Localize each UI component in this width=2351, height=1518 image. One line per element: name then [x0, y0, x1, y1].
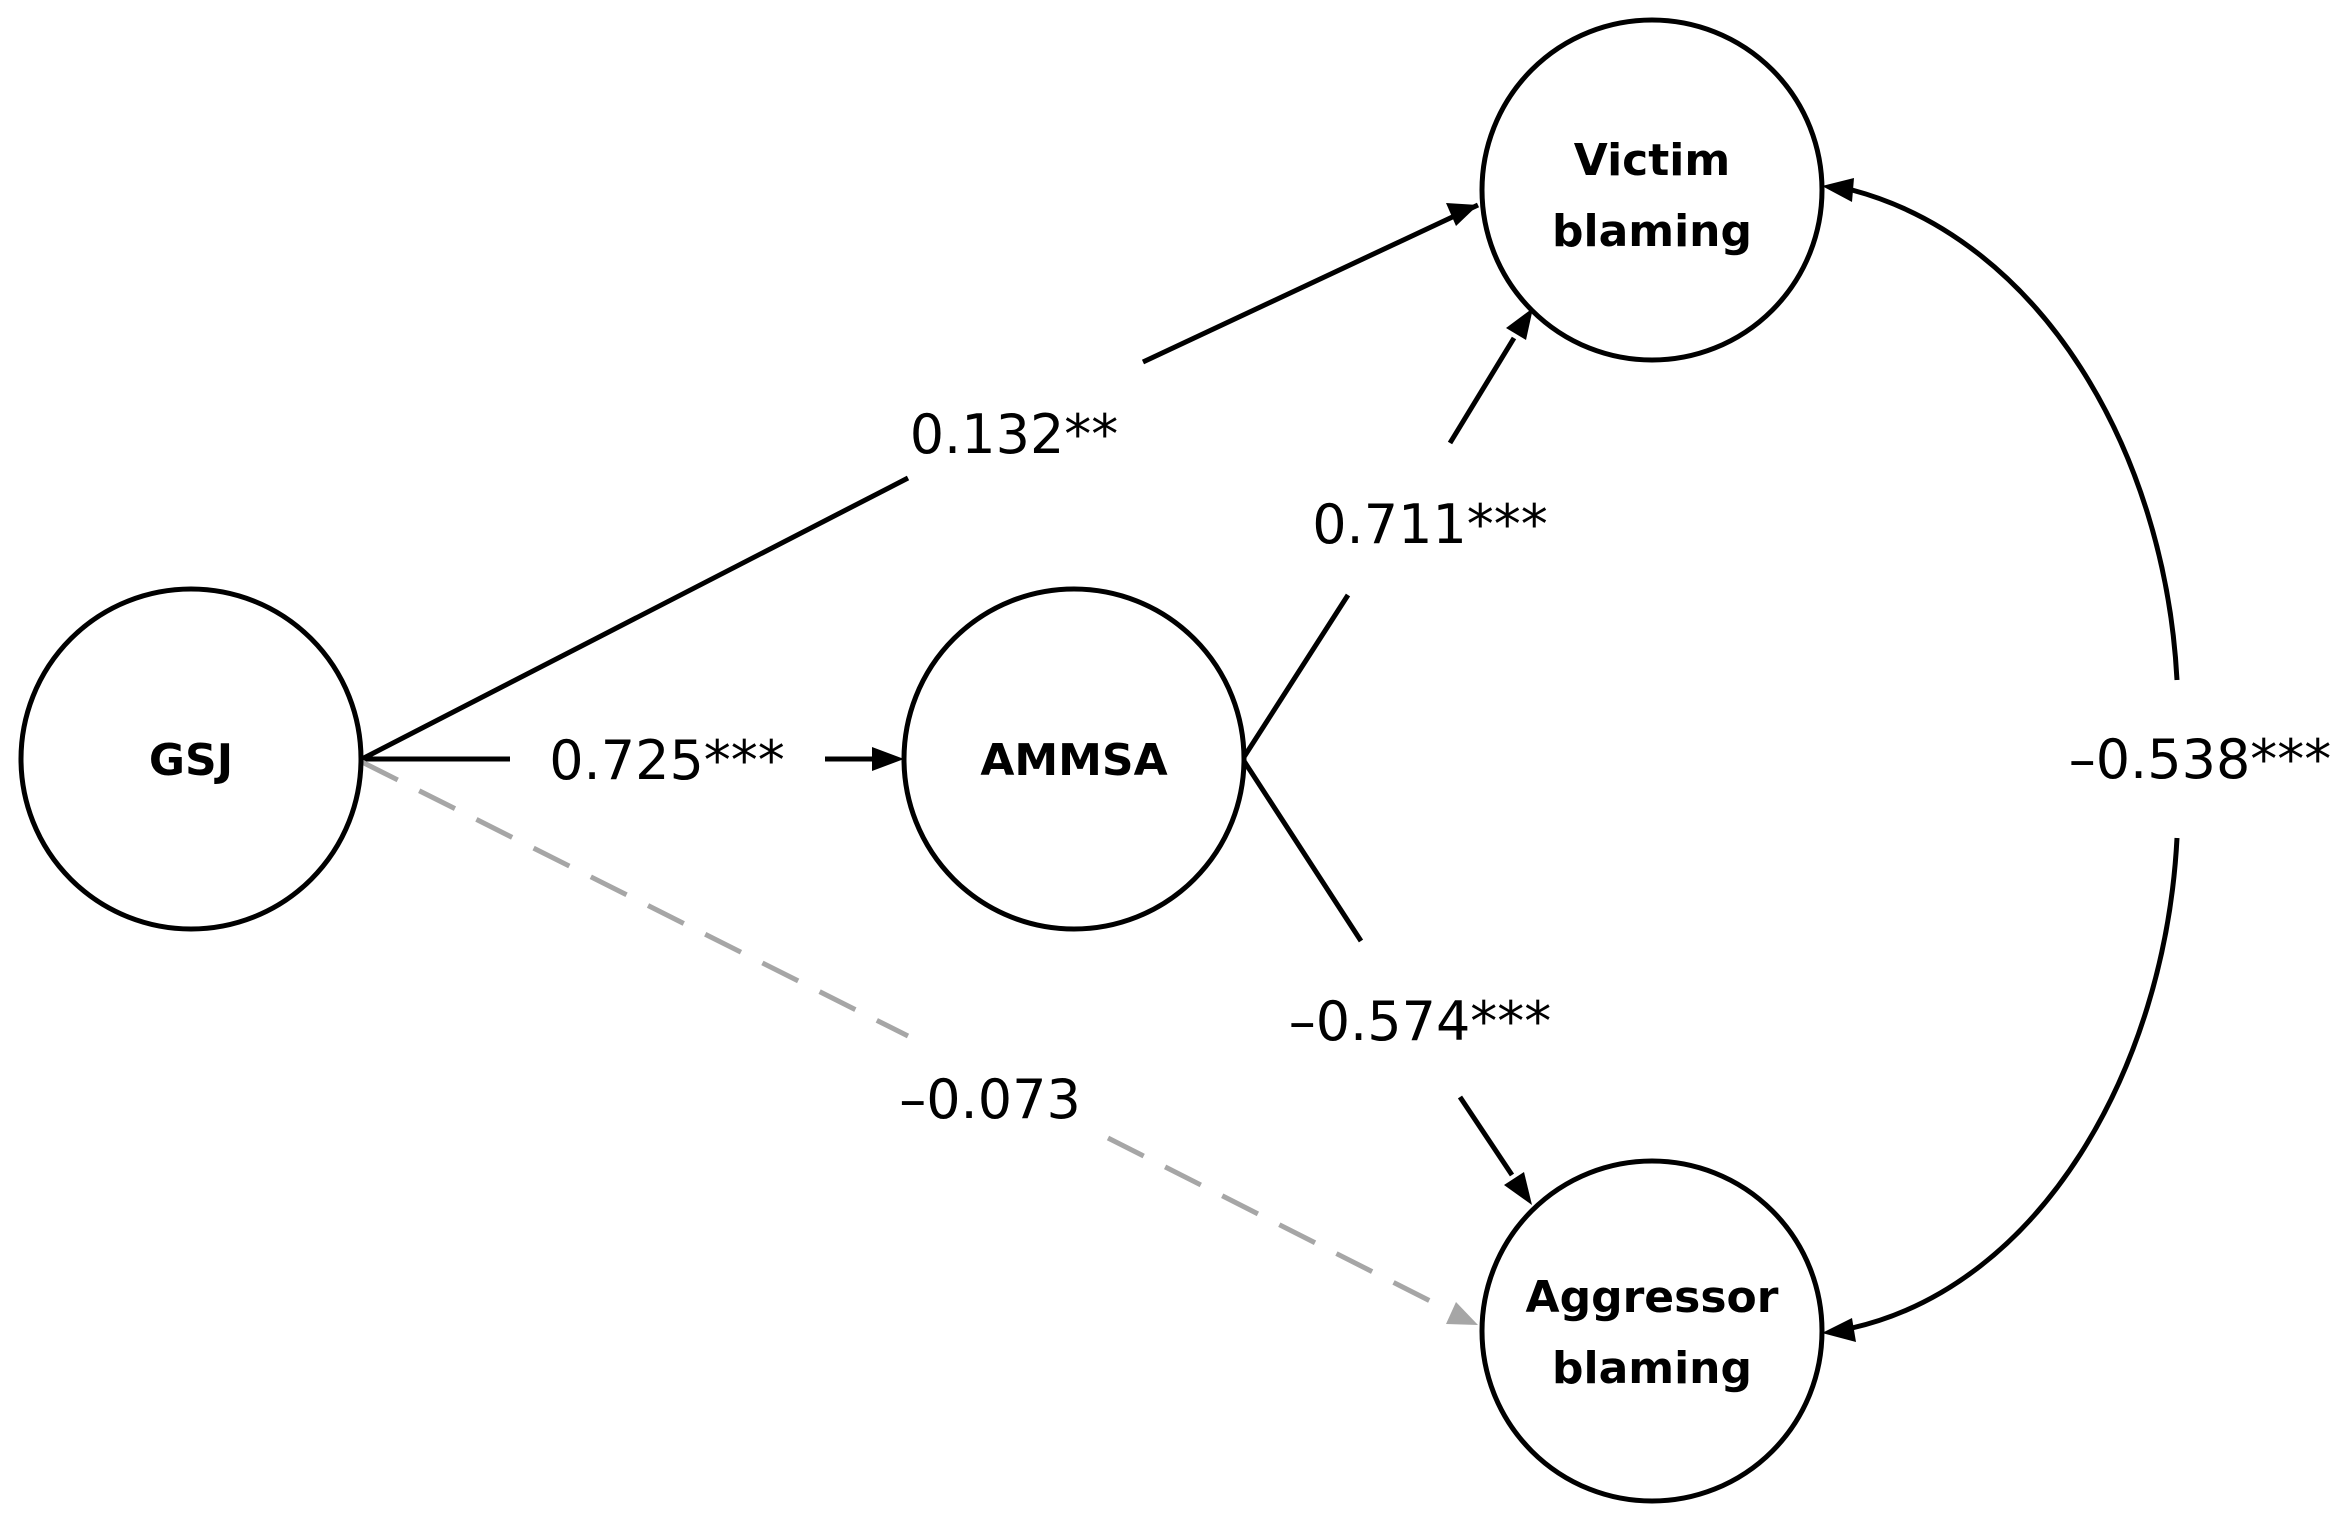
node-victim-blaming-label-line1: Victim	[1574, 135, 1730, 186]
covariance-victim-aggressor: –0.538***	[1822, 178, 2331, 1342]
arrowhead-victim-from-ammsa	[1506, 308, 1533, 340]
path-ammsa-to-victim: 0.711***	[1241, 308, 1548, 759]
node-aggressor-blaming-label-line1: Aggressor	[1526, 1272, 1779, 1323]
path-gsj-to-victim: 0.132**	[360, 202, 1480, 762]
node-aggressor-blaming: Aggressor blaming	[1479, 1158, 1825, 1504]
node-gsj: GSJ	[18, 586, 364, 932]
path-gsj-to-victim-segment-2	[1141, 202, 1480, 365]
arrowhead-aggressor-covariance	[1822, 1318, 1856, 1342]
node-victim-blaming: Victim blaming	[1479, 17, 1825, 363]
path-gsj-to-aggressor: –0.073	[360, 759, 1478, 1325]
node-victim-blaming-label-line2: blaming	[1552, 206, 1752, 257]
path-gsj-to-aggressor-segment-2	[1106, 1135, 1450, 1313]
arrowhead-victim-from-gsj	[1446, 203, 1478, 226]
path-gsj-to-aggressor-segment-1	[360, 759, 910, 1039]
path-ammsa-to-aggressor-segment-1	[1241, 759, 1364, 943]
coefficient-victim-aggressor: –0.538***	[2069, 728, 2332, 791]
coefficient-ammsa-aggressor: –0.574***	[1289, 990, 1552, 1053]
node-ammsa-circle	[901, 586, 1247, 932]
arrowhead-ammsa-from-gsj	[872, 747, 904, 771]
arrowhead-aggressor-from-gsj	[1446, 1302, 1478, 1325]
coefficient-gsj-victim: 0.132**	[910, 403, 1119, 466]
path-ammsa-to-aggressor-segment-2	[1457, 1095, 1515, 1177]
node-aggressor-blaming-circle	[1479, 1158, 1825, 1504]
node-gsj-label: GSJ	[149, 735, 233, 786]
path-ammsa-to-aggressor: –0.574***	[1241, 759, 1552, 1205]
node-victim-blaming-circle	[1479, 17, 1825, 363]
node-gsj-circle	[18, 586, 364, 932]
path-ammsa-to-victim-segment-1	[1241, 593, 1351, 759]
arrowhead-victim-covariance	[1822, 178, 1854, 202]
coefficient-gsj-aggressor: –0.073	[899, 1068, 1081, 1131]
path-gsj-to-ammsa: 0.725***	[362, 729, 904, 792]
path-gsj-to-victim-segment-1	[360, 475, 910, 762]
node-ammsa: AMMSA	[901, 586, 1247, 932]
arrowhead-aggressor-from-ammsa	[1504, 1172, 1532, 1205]
covariance-arc-upper	[1851, 187, 2180, 681]
coefficient-gsj-ammsa: 0.725***	[549, 729, 785, 792]
node-aggressor-blaming-label-line2: blaming	[1552, 1343, 1752, 1394]
path-ammsa-to-victim-segment-2	[1447, 336, 1517, 445]
coefficient-ammsa-victim: 0.711***	[1312, 493, 1548, 556]
covariance-arc-lower	[1851, 837, 2180, 1331]
node-ammsa-label: AMMSA	[980, 735, 1167, 786]
